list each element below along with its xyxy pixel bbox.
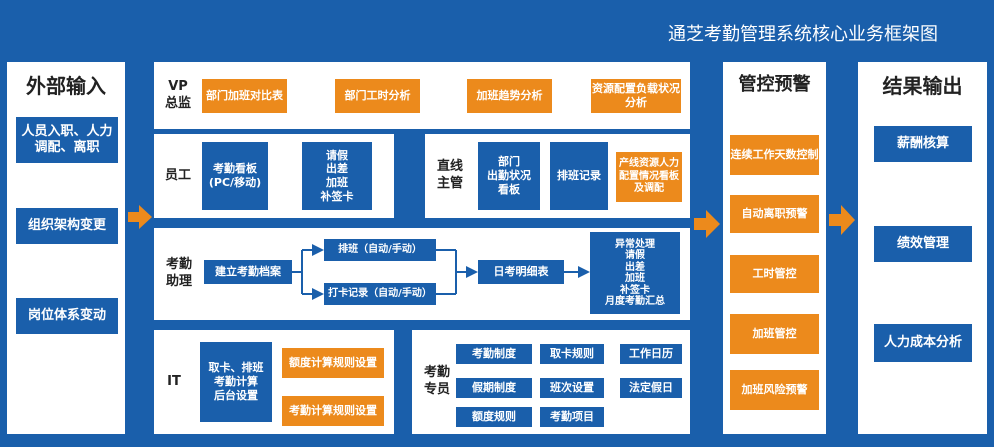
vp-panel: VP 总监 部门加班对比表 部门工时分析 加班趋势分析 资源配置负载状况分析 bbox=[154, 62, 690, 129]
attendance-policy: 考勤制度 bbox=[456, 344, 532, 364]
employee-label: 员工 bbox=[164, 167, 191, 183]
attendance-items: 考勤项目 bbox=[540, 407, 604, 427]
line-manager-panel: 直线 主管 部门 出勤状况 看板 排班记录 产线资源人力配置情况看板及调配 bbox=[425, 134, 690, 218]
manager-resource-board: 产线资源人力配置情况看板及调配 bbox=[616, 152, 682, 202]
consecutive-workdays-control: 连续工作天数控制 bbox=[730, 135, 819, 175]
employee-panel: 员工 考勤看板 (PC/移动) 请假 出差 加班 补签卡 bbox=[154, 134, 394, 218]
hr-cost-analysis: 人力成本分析 bbox=[874, 324, 972, 362]
it-backend-settings: 取卡、排班 考勤计算 后台设置 bbox=[200, 342, 272, 422]
employee-requests: 请假 出差 加班 补签卡 bbox=[302, 142, 372, 210]
it-label: IT bbox=[167, 373, 181, 389]
external-input-heading: 外部输入 bbox=[26, 74, 106, 98]
attendance-assistant-panel: 考勤 助理 建立考勤档案 排班（自动/手动） 打卡记录（自动/手动） 日考明细表… bbox=[154, 228, 690, 320]
control-warning-heading: 管控预警 bbox=[738, 74, 811, 95]
result-output-panel: 结果输出 薪酬核算 绩效管理 人力成本分析 bbox=[858, 62, 987, 434]
performance-management: 绩效管理 bbox=[874, 226, 972, 262]
manager-dept-attendance-board: 部门 出勤状况 看板 bbox=[478, 142, 540, 210]
quota-rule-settings: 额度计算规则设置 bbox=[282, 348, 384, 378]
vp-item-dept-overtime: 部门加班对比表 bbox=[202, 79, 287, 113]
vp-item-resource-load: 资源配置负载状况分析 bbox=[591, 79, 681, 113]
exception-handling: 异常处理 请假 出差 加班 补签卡 月度考勤汇总 bbox=[590, 232, 680, 314]
punch-rules: 取卡规则 bbox=[540, 344, 604, 364]
line-manager-label: 直线 主管 bbox=[436, 159, 463, 191]
manager-schedule-records: 排班记录 bbox=[550, 142, 608, 210]
arrow-right-icon bbox=[128, 205, 152, 229]
statutory-holidays: 法定假日 bbox=[620, 378, 682, 398]
daily-detail-table: 日考明细表 bbox=[478, 260, 564, 284]
vp-item-dept-hours: 部门工时分析 bbox=[335, 79, 420, 113]
attendance-rule-settings: 考勤计算规则设置 bbox=[282, 396, 384, 426]
schedule-auto-manual: 排班（自动/手动） bbox=[324, 239, 436, 261]
arrow-right-icon bbox=[694, 210, 720, 238]
input-item-org-change: 组织架构变更 bbox=[16, 208, 118, 244]
salary-accounting: 薪酬核算 bbox=[874, 126, 972, 162]
flow-connectors bbox=[292, 244, 590, 300]
work-calendar: 工作日历 bbox=[620, 344, 682, 364]
control-warning-panel: 管控预警 连续工作天数控制 自动离职预警 工时管控 加班管控 加班风险预警 bbox=[723, 62, 826, 434]
specialist-label: 考勤 专员 bbox=[423, 365, 450, 397]
shift-settings: 班次设置 bbox=[540, 378, 604, 398]
vp-item-overtime-trend: 加班趋势分析 bbox=[467, 79, 552, 113]
punch-record-auto-manual: 打卡记录（自动/手动） bbox=[324, 283, 436, 305]
overtime-risk-warning: 加班风险预警 bbox=[730, 370, 819, 410]
external-input-panel: 外部输入 人员入职、人力调配、离职 组织架构变更 岗位体系变动 bbox=[7, 62, 125, 434]
input-item-personnel: 人员入职、人力调配、离职 bbox=[16, 117, 118, 163]
it-panel: IT 取卡、排班 考勤计算 后台设置 额度计算规则设置 考勤计算规则设置 bbox=[154, 330, 394, 434]
quota-rules: 额度规则 bbox=[456, 407, 532, 427]
vp-label: VP 总监 bbox=[164, 79, 191, 111]
result-output-heading: 结果输出 bbox=[882, 74, 963, 98]
attendance-specialist-panel: 考勤 专员 考勤制度 取卡规则 工作日历 假期制度 班次设置 法定假日 额度规则… bbox=[412, 330, 690, 434]
leave-policy: 假期制度 bbox=[456, 378, 532, 398]
overtime-control: 加班管控 bbox=[730, 314, 819, 354]
input-item-position-change: 岗位体系变动 bbox=[16, 298, 118, 334]
auto-resignation-warning: 自动离职预警 bbox=[730, 195, 819, 233]
assistant-label: 考勤 助理 bbox=[165, 257, 192, 289]
arrow-right-icon bbox=[829, 205, 855, 235]
employee-attendance-board: 考勤看板 (PC/移动) bbox=[202, 142, 268, 210]
diagram-title: 通芝考勤管理系统核心业务框架图 bbox=[668, 24, 938, 45]
create-attendance-file: 建立考勤档案 bbox=[204, 260, 292, 284]
work-hours-control: 工时管控 bbox=[730, 255, 819, 293]
